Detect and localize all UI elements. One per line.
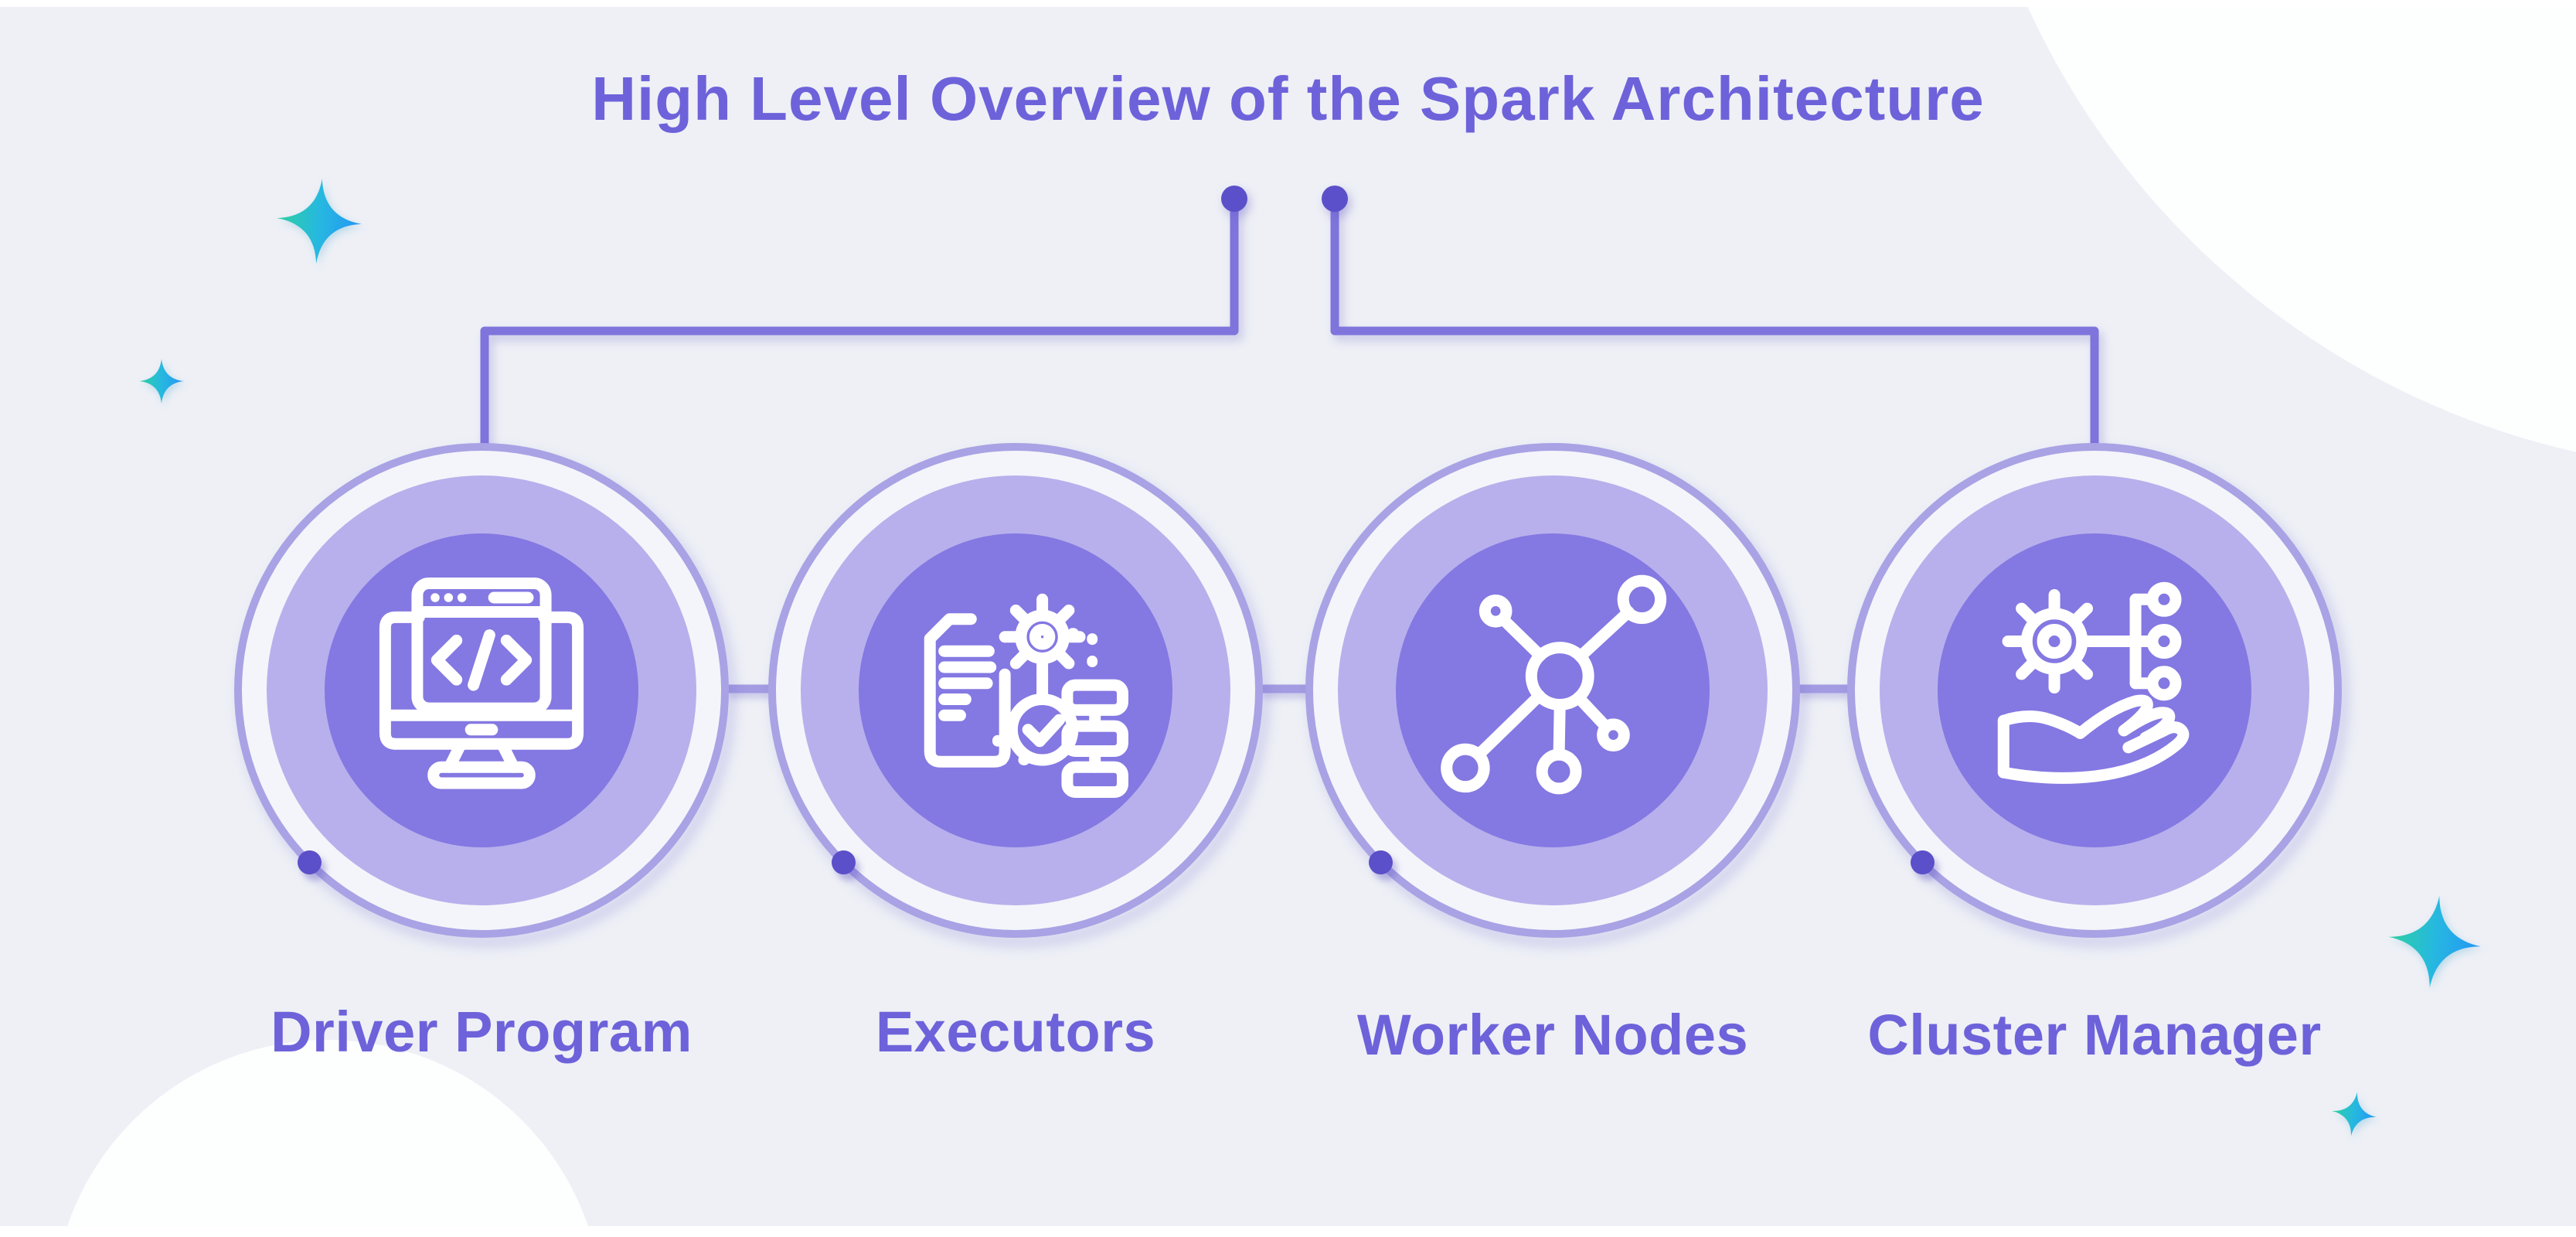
node-outer-ring: [768, 443, 1263, 938]
connector-left: [480, 201, 1239, 453]
connector-endpoint-dot: [1322, 186, 1348, 212]
ring-orbit-dot: [1369, 850, 1393, 874]
node-outer-ring: [1305, 443, 1800, 938]
hand-holding-gear-icon: [1997, 581, 2190, 784]
node-dark-circle: [1938, 533, 2251, 847]
ring-orbit-dot: [1911, 850, 1935, 874]
sparkle-icon: [2388, 895, 2481, 988]
node-outer-ring: [1847, 443, 2342, 938]
page-title: High Level Overview of the Spark Archite…: [591, 64, 1985, 133]
code-monitor-icon: [379, 578, 584, 789]
white-border-top: [0, 0, 2576, 7]
document-gear-tasks-icon: [924, 593, 1128, 799]
node-outer-ring: [234, 443, 729, 938]
node-label: Cluster Manager: [1867, 1003, 2322, 1067]
node-label: Worker Nodes: [1356, 1003, 1749, 1067]
sparkle-icon: [277, 179, 362, 264]
ring-orbit-dot: [832, 850, 856, 874]
connector-endpoint-dot: [1221, 186, 1247, 212]
node-label: Driver Program: [271, 1000, 692, 1064]
network-hub-icon: [1441, 574, 1667, 795]
sparkle-icon: [139, 359, 184, 404]
connector-right: [1330, 201, 2099, 453]
node-label: Executors: [875, 1000, 1156, 1064]
white-border-bottom: [0, 1226, 2576, 1237]
ring-orbit-dot: [298, 850, 322, 874]
sparkle-icon: [2332, 1092, 2377, 1136]
